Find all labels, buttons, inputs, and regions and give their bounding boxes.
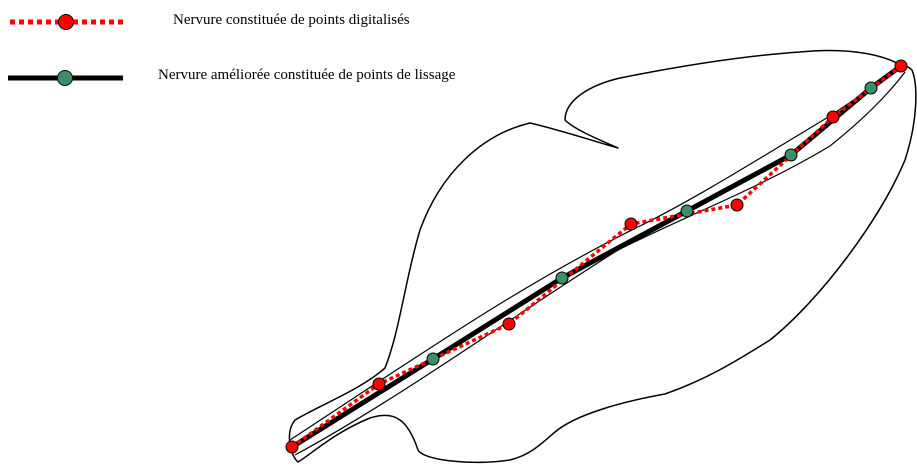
smoothed-point — [680, 204, 694, 218]
legend: Nervure constituée de points digitalisés… — [8, 12, 456, 86]
digitized-point — [624, 217, 638, 231]
legend-digitized-point-sample — [58, 14, 74, 30]
legend-smoothed-point-sample — [57, 70, 73, 86]
smoothed-point — [426, 352, 440, 366]
smoothed-points — [426, 81, 878, 366]
legend-digitized-entry: Nervure constituée de points digitalisés — [10, 12, 410, 30]
smoothed-vein-line — [289, 63, 904, 450]
digitized-point — [826, 110, 840, 124]
smoothed-point — [784, 148, 798, 162]
digitized-point — [730, 198, 744, 212]
midrib-outline-lower — [294, 71, 906, 456]
legend-digitized-label: Nervure constituée de points digitalisés — [173, 12, 410, 28]
digitized-point — [894, 59, 908, 73]
digitized-point — [502, 317, 516, 331]
smoothed-point — [555, 271, 569, 285]
digitized-point — [285, 440, 299, 454]
legend-smoothed-label: Nervure améliorée constituée de points d… — [158, 67, 456, 83]
smoothed-point — [864, 81, 878, 95]
legend-smoothed-entry: Nervure améliorée constituée de points d… — [8, 67, 456, 86]
digitized-points — [285, 59, 908, 454]
digitized-point — [372, 377, 386, 391]
leaf-outline — [288, 49, 917, 464]
